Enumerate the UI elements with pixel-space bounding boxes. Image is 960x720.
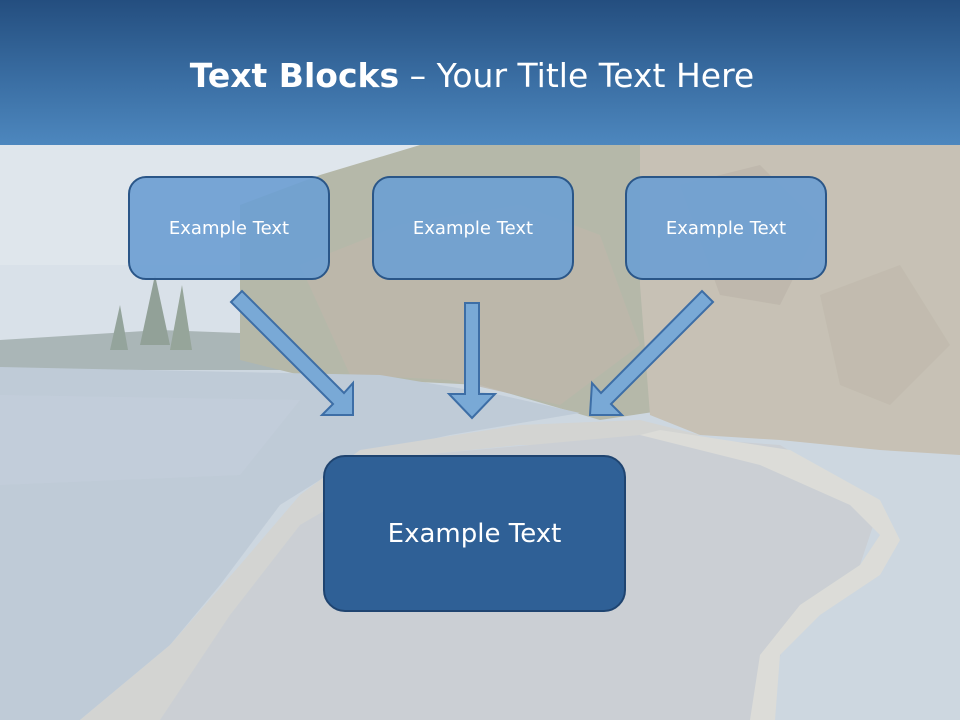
text-box-3-label: Example Text [665, 217, 787, 239]
text-box-3[interactable]: Example Text [625, 176, 827, 280]
arrow-left-icon [229, 289, 354, 416]
title-bold: Text Blocks [189, 56, 400, 95]
arrow-center-icon [446, 302, 498, 420]
title-dash: – [409, 56, 427, 95]
text-box-1[interactable]: Example Text [128, 176, 330, 280]
text-box-main[interactable]: Example Text [323, 455, 626, 612]
text-box-2[interactable]: Example Text [372, 176, 574, 280]
title-bar: Text Blocks – Your Title Text Here [0, 0, 960, 145]
arrow-right-icon [588, 289, 715, 416]
text-box-main-label: Example Text [387, 518, 562, 549]
text-box-2-label: Example Text [412, 217, 534, 239]
text-box-1-label: Example Text [168, 217, 290, 239]
slide-title: Text Blocks – Your Title Text Here [0, 54, 944, 98]
title-rest: Your Title Text Here [436, 56, 755, 95]
